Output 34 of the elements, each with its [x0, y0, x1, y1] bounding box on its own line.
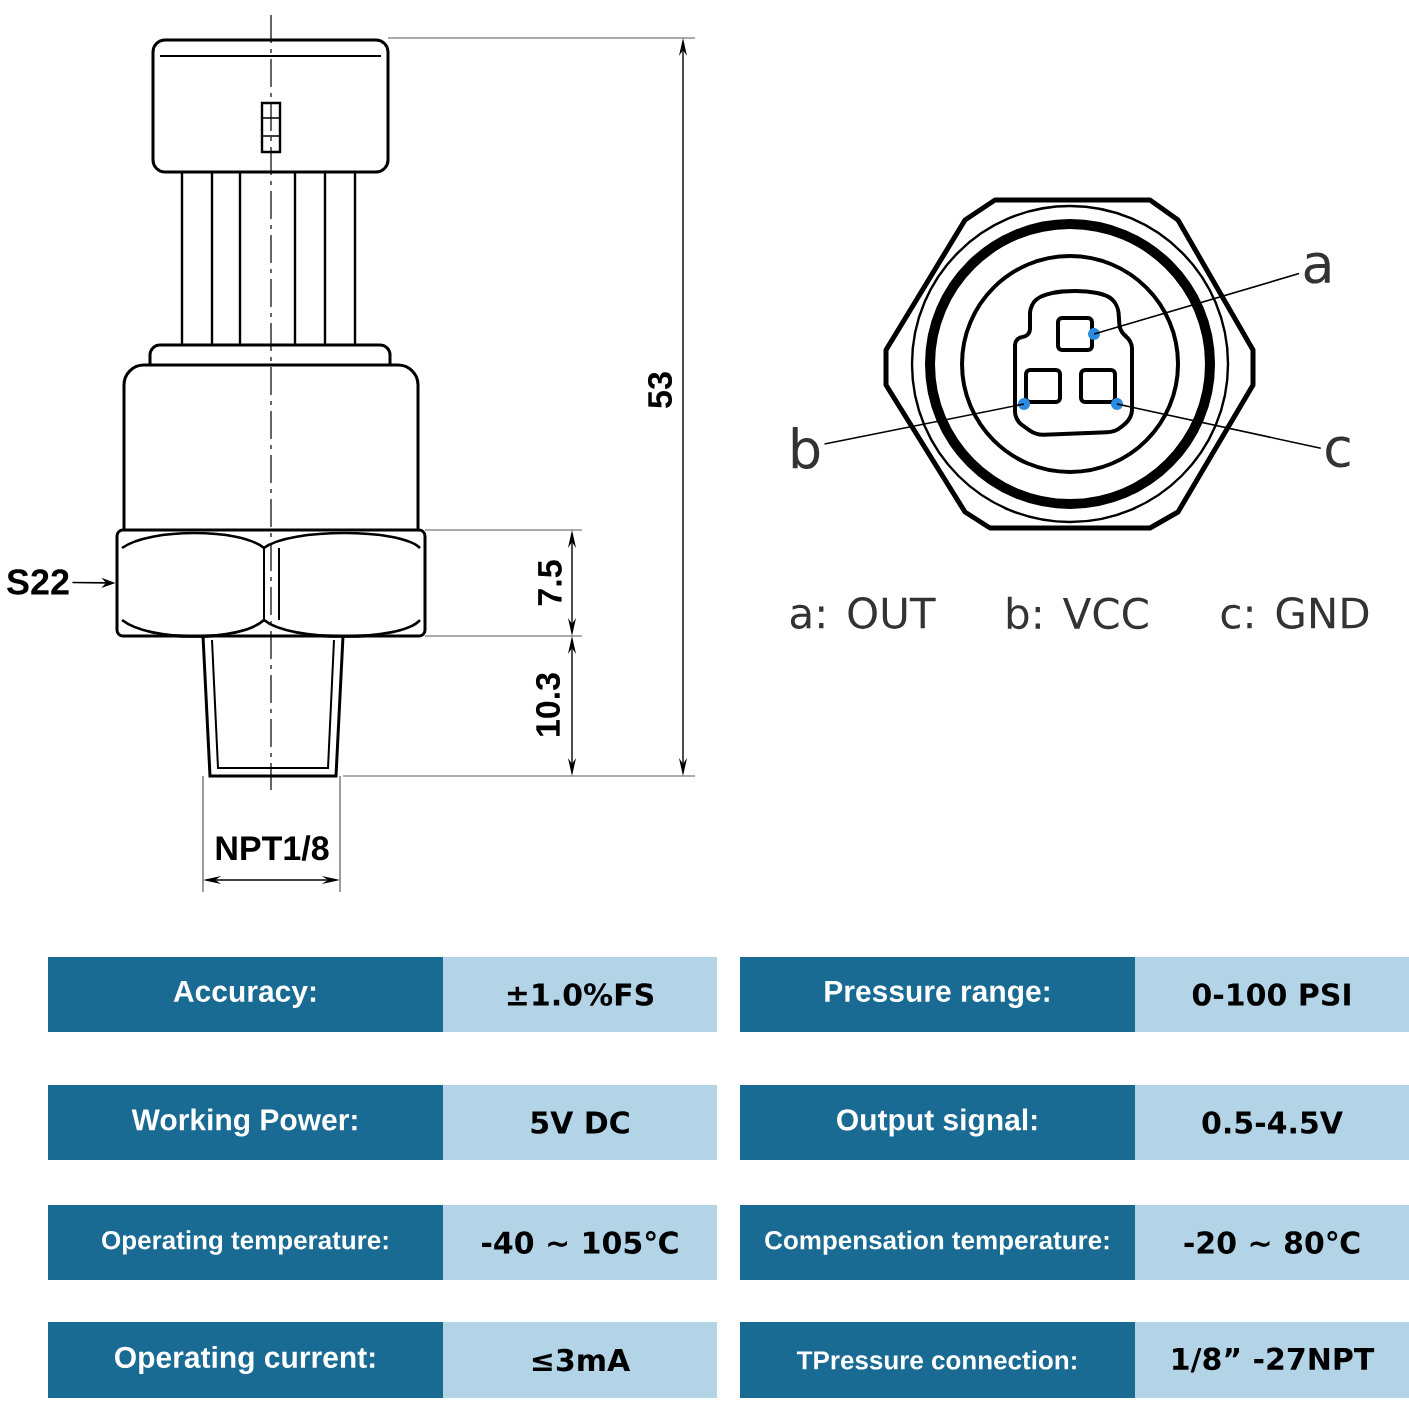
leader-line [823, 403, 1025, 445]
table-header-cell: TPressure connection: [740, 1322, 1135, 1398]
table-value-cell: 0.5-4.5V [1135, 1085, 1409, 1160]
part-label: S22 [7, 569, 69, 595]
table-header-cell: Pressure range: [740, 957, 1135, 1032]
table-value-cell: 5V DC [443, 1085, 717, 1160]
table-header-cell: Accuracy: [48, 957, 443, 1032]
pin-legend: b: VCC [1007, 596, 1148, 630]
pin-square [1018, 368, 1062, 410]
dimension-label: NPT1/8 [216, 835, 329, 861]
table-header-cell: Operating current: [48, 1322, 443, 1398]
pin-square [1056, 316, 1100, 352]
table-header-cell: Output signal: [740, 1085, 1135, 1160]
table-value-cell: -20 ~ 80℃ [1135, 1205, 1409, 1280]
dimension-label: 53 [647, 372, 673, 408]
pin-legend: c: GND [1221, 597, 1369, 629]
pin-letter: c [1326, 436, 1350, 468]
pin-square [1079, 368, 1123, 410]
dimension-label: 7.5 [538, 560, 562, 606]
dimension-label: 10.3 [535, 673, 561, 736]
table-header-cell: Working Power: [48, 1085, 443, 1160]
pin-letter: a [1304, 252, 1330, 284]
pin-legend: a: OUT [790, 597, 936, 629]
table-value-cell: ≤3mA [443, 1322, 717, 1398]
leader-line [1116, 403, 1322, 450]
table-value-cell: 0-100 PSI [1135, 957, 1409, 1032]
hex-nut-drawing [115, 528, 427, 638]
table-value-cell: 1/8” -27NPT [1135, 1322, 1409, 1398]
table-value-cell: -40 ~ 105℃ [443, 1205, 717, 1280]
leader-line [1093, 272, 1300, 335]
table-header-cell: Operating temperature: [48, 1205, 443, 1280]
pin-letter: b [792, 427, 820, 469]
table-value-cell: ±1.0%FS [443, 957, 717, 1032]
table-header-cell: Compensation temperature: [740, 1205, 1135, 1280]
